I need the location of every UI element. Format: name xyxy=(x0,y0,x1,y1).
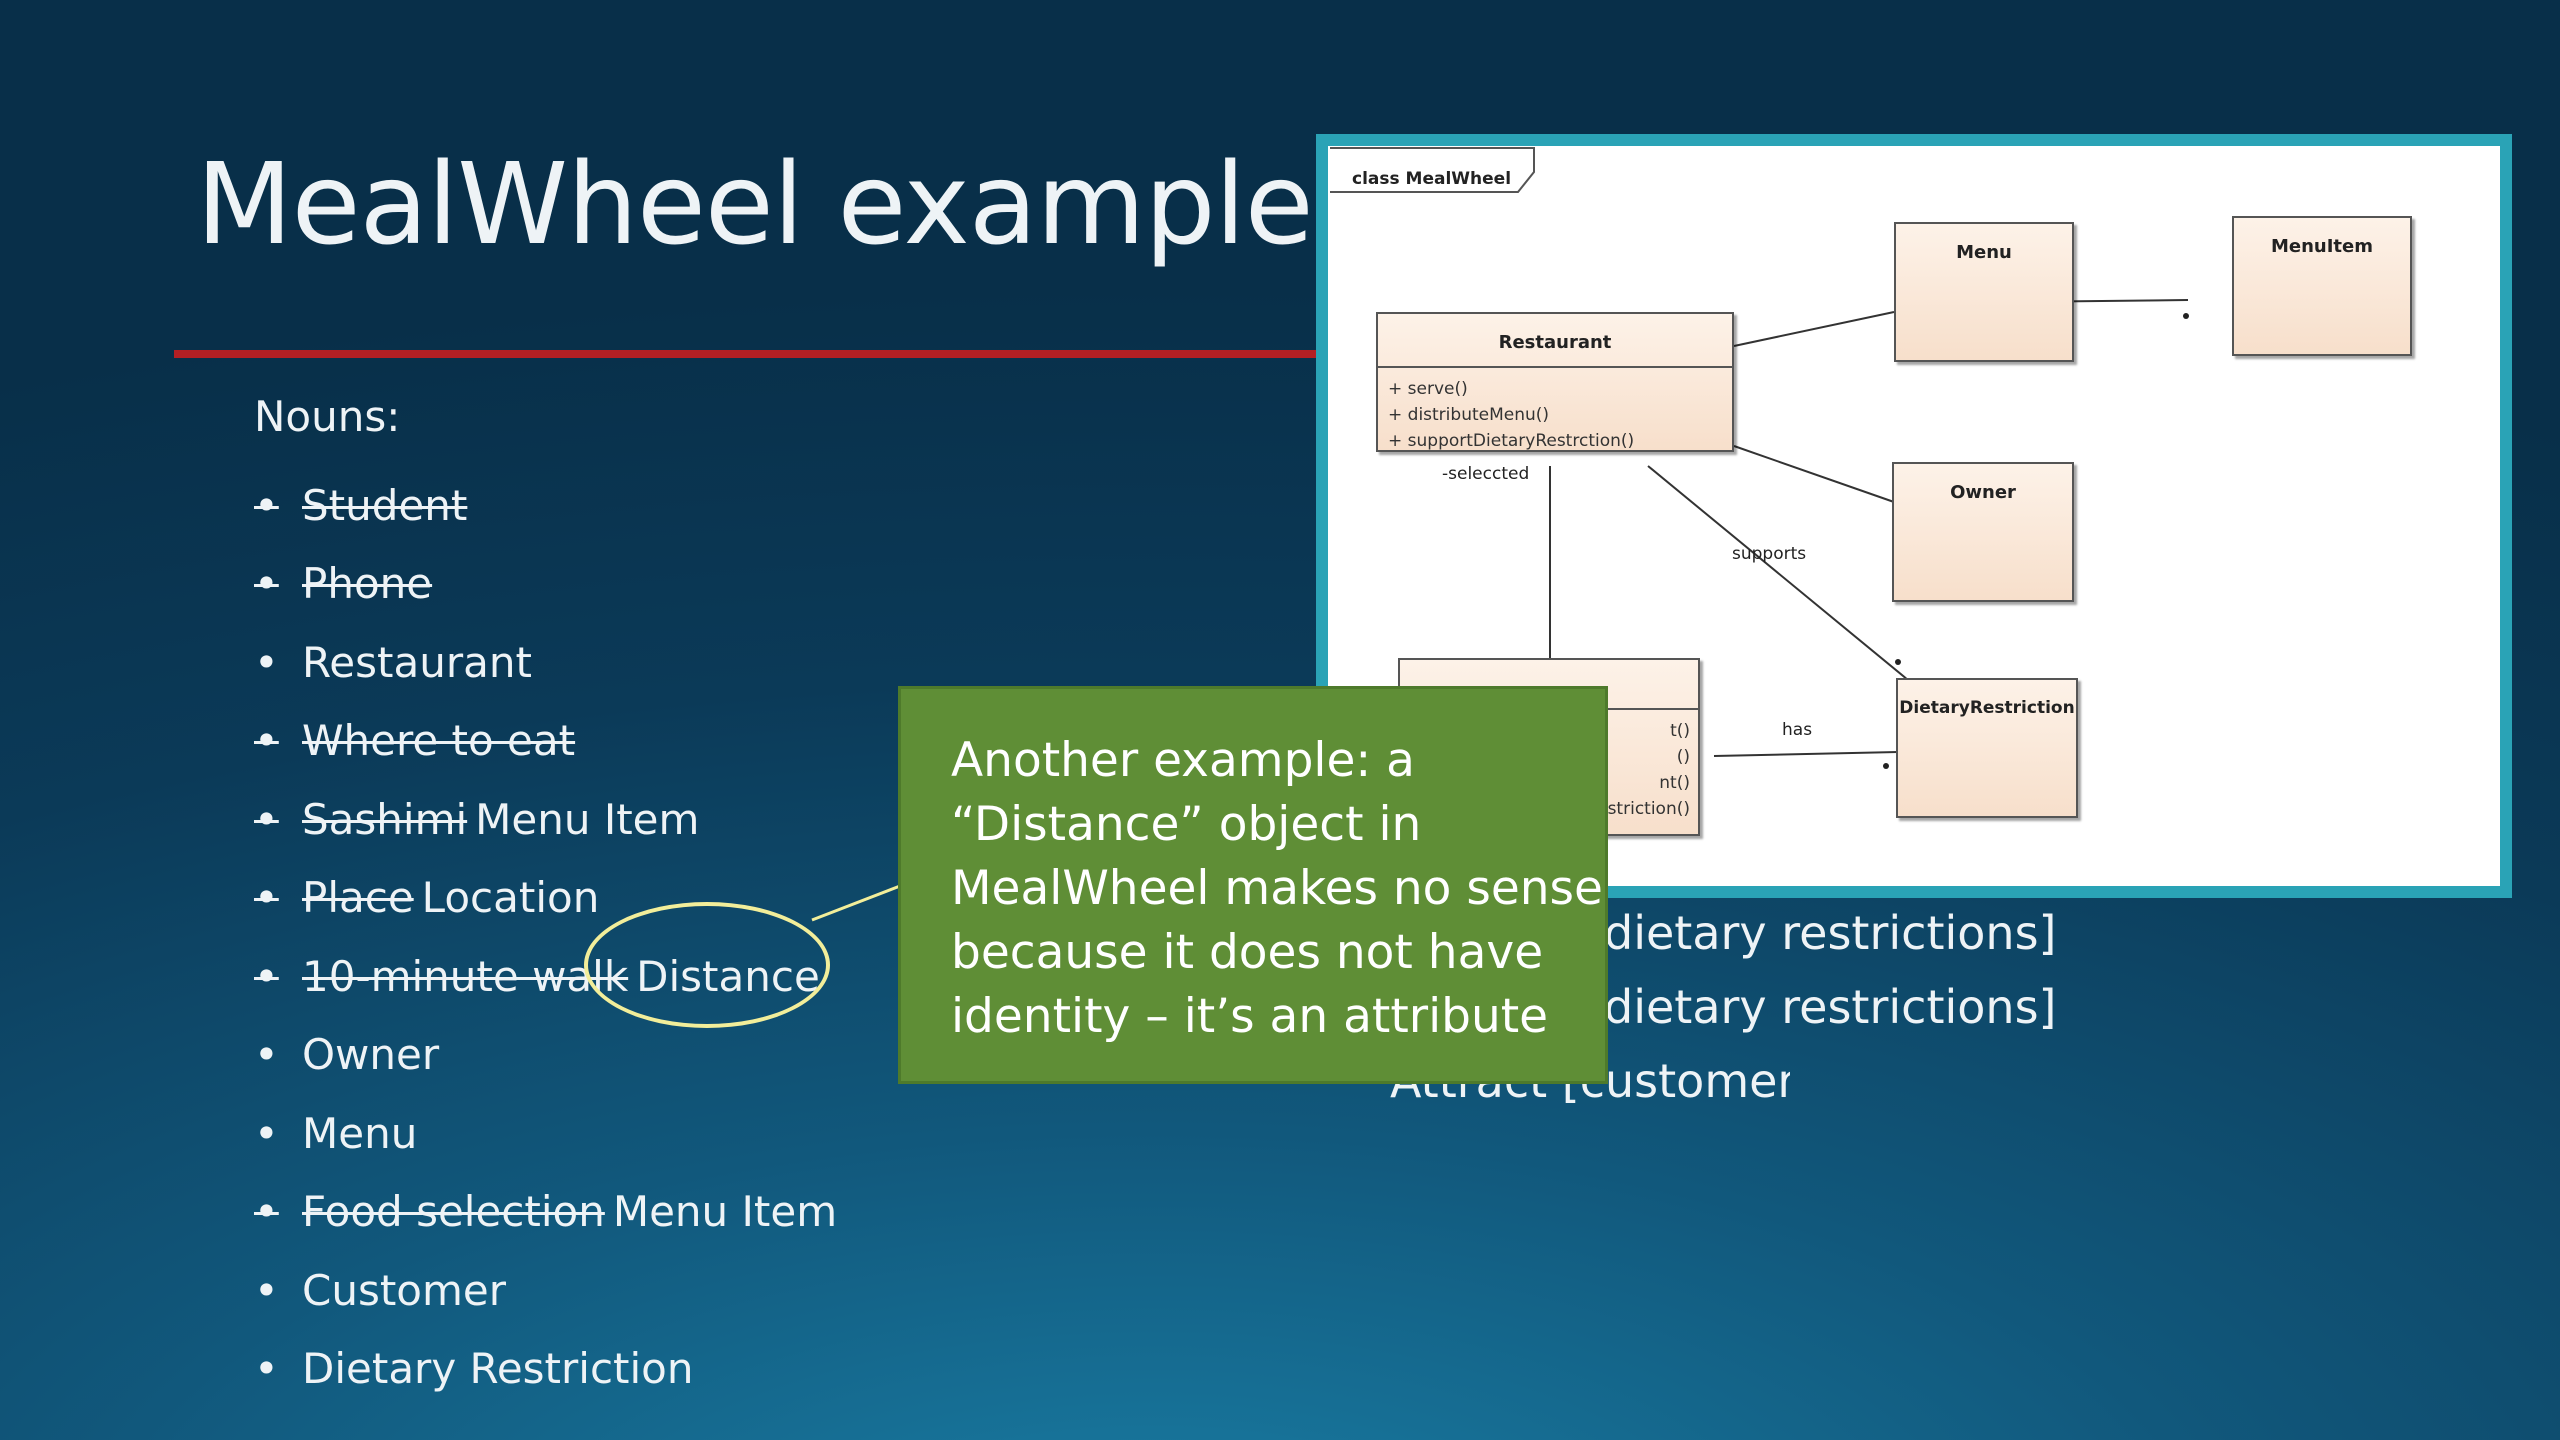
bullet: • xyxy=(254,1108,279,1158)
noun-text: Location xyxy=(421,873,600,923)
noun-list: • Student • Phone • Restaurant • Where to eat • S… xyxy=(254,466,837,1408)
frame-tab-border xyxy=(1330,147,1535,193)
noun-struck-text: Sashimi xyxy=(302,794,468,844)
noun-text: Customer xyxy=(302,1265,507,1315)
class-menu-name: Menu xyxy=(1956,242,2012,263)
noun-struck-text: Student xyxy=(302,480,468,530)
bullet: • xyxy=(254,480,279,530)
restaurant-op-serve: + serve() xyxy=(1388,379,1468,399)
noun-struck-text: Place xyxy=(302,873,414,923)
class-restaurant-ops: + serve() + distributeMenu() + supportDi… xyxy=(1378,366,1732,454)
noun-item: • Customer xyxy=(254,1251,837,1330)
verb-line-2: dietary restrictions] xyxy=(1604,980,2057,1034)
noun-struck-text: 10-minute walk xyxy=(302,951,629,1001)
bullet: • xyxy=(254,637,279,687)
bullet: • xyxy=(254,794,279,844)
class-restaurant: Restaurant + serve() + distributeMenu() … xyxy=(1376,312,1734,452)
class-dietary-restriction: DietaryRestriction xyxy=(1896,678,2078,818)
noun-struck-text: Phone xyxy=(302,559,433,609)
partial-op-3: nt() xyxy=(1659,773,1690,793)
noun-item: • Phone xyxy=(254,545,837,624)
distance-highlight-ellipse xyxy=(584,902,830,1028)
noun-text: Owner xyxy=(302,1030,440,1080)
nouns-label: Nouns: xyxy=(254,392,401,441)
distance-callout: Another example: a “Distance” object in … xyxy=(898,686,1608,1084)
bullet: • xyxy=(254,1187,279,1237)
noun-struck-text: Where to eat xyxy=(302,716,576,766)
noun-item: • Student xyxy=(254,466,837,545)
noun-text: Restaurant xyxy=(302,637,532,687)
noun-item: • Dietary Restriction xyxy=(254,1330,837,1409)
callout-line-2: “Distance” object in xyxy=(951,797,1422,852)
noun-item: • Where to eat xyxy=(254,702,837,781)
bullet: • xyxy=(254,873,279,923)
class-menuitem: MenuItem xyxy=(2232,216,2412,356)
label-selected: -seleccted xyxy=(1442,464,1530,484)
bullet: • xyxy=(254,559,279,609)
association-lines xyxy=(1549,299,2189,769)
class-dietary-restriction-name: DietaryRestriction xyxy=(1899,698,2075,718)
class-menu: Menu xyxy=(1894,222,2074,362)
partial-op-1: t() xyxy=(1670,721,1690,741)
slide-title: MealWheel example xyxy=(196,140,1314,270)
bullet: • xyxy=(254,1344,279,1394)
noun-text: Menu Item xyxy=(475,794,700,844)
label-has: has xyxy=(1782,720,1813,740)
callout-line-5: identity – it’s an attribute xyxy=(951,989,1549,1044)
callout-line-3: MealWheel makes no sense xyxy=(951,861,1603,916)
noun-item: • Menu xyxy=(254,1094,837,1173)
callout-line-1: Another example: a xyxy=(951,733,1415,788)
noun-text: Menu xyxy=(302,1108,418,1158)
noun-item: • Owner xyxy=(254,1016,837,1095)
noun-text: Menu Item xyxy=(612,1187,838,1237)
verb-line-1: dietary restrictions] xyxy=(1604,906,2057,960)
noun-text: Dietary Restriction xyxy=(302,1344,694,1394)
noun-item: • Restaurant xyxy=(254,623,837,702)
restaurant-op-distribute-menu: + distributeMenu() xyxy=(1388,405,1550,425)
restaurant-op-support-dietary: + supportDietaryRestrction() xyxy=(1388,431,1635,451)
partial-op-2: () xyxy=(1676,747,1690,767)
label-supports: supports xyxy=(1732,544,1807,564)
title-underline xyxy=(174,350,1320,358)
class-owner-name: Owner xyxy=(1950,482,2016,503)
class-owner: Owner xyxy=(1892,462,2074,602)
bullet: • xyxy=(254,1265,279,1315)
bullet: • xyxy=(254,1030,279,1080)
class-restaurant-name: Restaurant xyxy=(1498,332,1612,353)
class-menuitem-name: MenuItem xyxy=(2270,236,2373,257)
bullet: • xyxy=(254,716,279,766)
frame-label: class MealWheel xyxy=(1352,169,1512,189)
bullet: • xyxy=(254,951,279,1001)
callout-line-4: because it does not have xyxy=(951,925,1544,980)
noun-struck-text: Food selection xyxy=(302,1187,605,1237)
partial-op-4: striction() xyxy=(1607,799,1690,819)
